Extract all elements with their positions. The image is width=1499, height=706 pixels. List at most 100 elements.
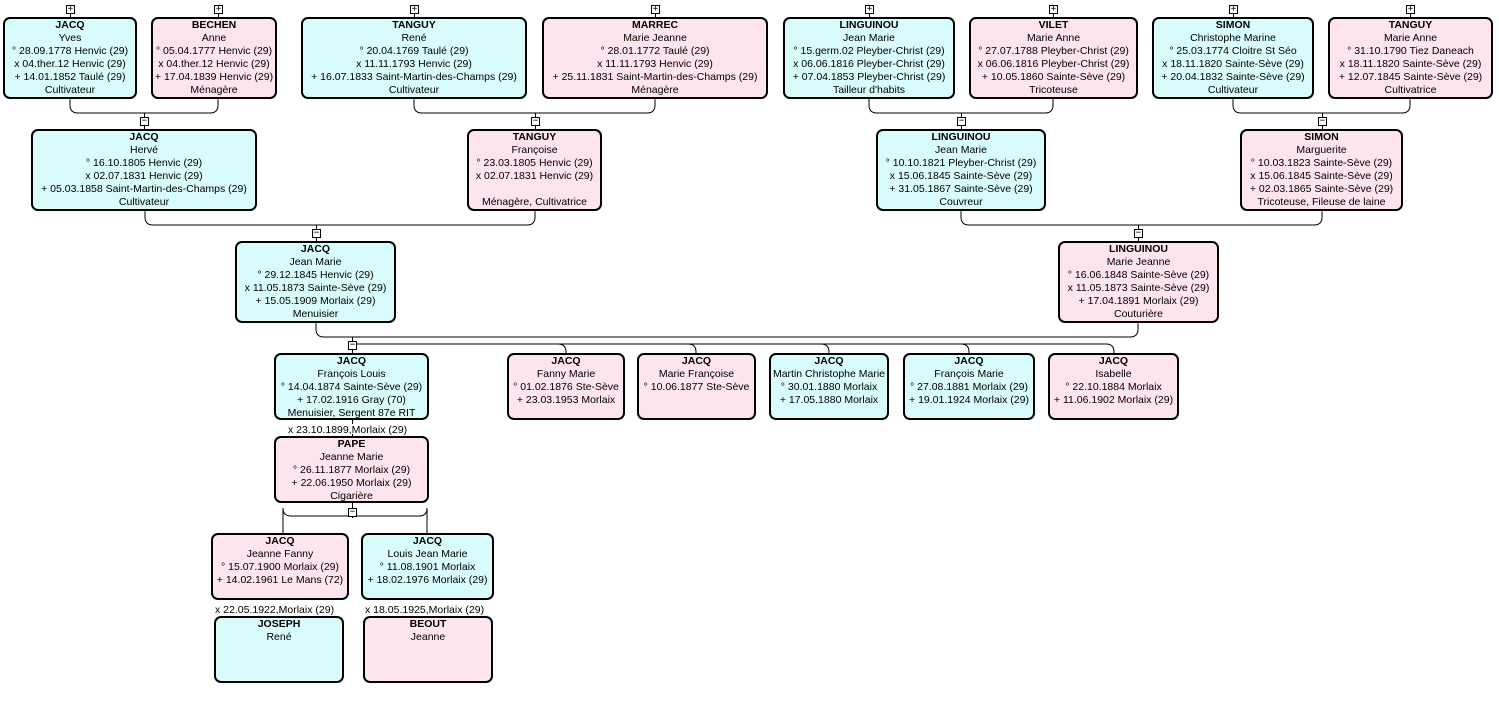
detail-line: x 04.ther.12 Henvic (29) bbox=[158, 58, 270, 70]
surname: SIMON bbox=[1215, 19, 1251, 31]
given-name: Marie Anne bbox=[1383, 32, 1438, 44]
detail-line: + 02.03.1865 Sainte-Sève (29) bbox=[1249, 183, 1394, 195]
connector-line bbox=[69, 99, 219, 114]
collapse-minus-icon[interactable]: − bbox=[348, 340, 357, 350]
expand-plus-icon[interactable]: + bbox=[66, 4, 75, 14]
detail-line: Ménagère bbox=[631, 84, 679, 96]
surname: JACQ bbox=[265, 535, 295, 547]
detail-line: Cultivateur bbox=[1207, 84, 1259, 96]
detail-line: ° 10.10.1821 Pleyber-Christ (29) bbox=[885, 157, 1037, 169]
connector-line bbox=[315, 323, 1139, 338]
detail-line bbox=[905, 407, 1033, 418]
detail-line: + 31.05.1867 Sainte-Sève (29) bbox=[889, 183, 1033, 195]
collapse-minus-icon[interactable]: − bbox=[1318, 116, 1327, 126]
collapse-minus-icon[interactable]: − bbox=[312, 228, 321, 238]
marriage-label: x 18.05.1925,Morlaix (29) bbox=[365, 604, 485, 616]
given-name: Louis Jean Marie bbox=[387, 548, 468, 560]
detail-line: + 17.02.1916 Gray (70) bbox=[297, 394, 406, 406]
expand-plus-icon[interactable]: + bbox=[410, 4, 419, 14]
detail-line: ° 14.04.1874 Sainte-Sève (29) bbox=[280, 381, 423, 393]
detail-line: Cultivatrice bbox=[1384, 84, 1437, 96]
surname: JACQ bbox=[814, 355, 844, 367]
expand-plus-icon[interactable]: + bbox=[214, 4, 223, 14]
collapse-minus-icon[interactable]: − bbox=[957, 116, 966, 126]
given-name: Jeanne Fanny bbox=[246, 548, 314, 560]
detail-line: ° 05.04.1777 Henvic (29) bbox=[155, 45, 273, 57]
given-name: Jean Marie bbox=[935, 144, 987, 156]
collapse-minus-icon[interactable]: − bbox=[140, 116, 149, 126]
surname: JACQ bbox=[300, 243, 331, 255]
given-name: Marie Jeanne bbox=[1106, 256, 1171, 268]
given-name: Isabelle bbox=[1095, 368, 1132, 380]
expand-plus-icon[interactable]: + bbox=[651, 4, 660, 14]
surname: TANGUY bbox=[392, 19, 436, 31]
detail-line: x 06.06.1816 Pleyber-Christ (29) bbox=[977, 58, 1130, 70]
collapse-minus-icon[interactable]: − bbox=[348, 507, 357, 517]
given-name: Fanny Marie bbox=[536, 368, 596, 380]
collapse-minus-icon[interactable]: − bbox=[1134, 228, 1143, 238]
surname: JACQ bbox=[1098, 355, 1129, 367]
detail-line: ° 28.09.1778 Henvic (29) bbox=[11, 45, 129, 57]
detail-line: x 11.11.1793 Henvic (29) bbox=[597, 58, 713, 70]
given-name: Françoise bbox=[511, 144, 558, 156]
given-name: Marguerite bbox=[1296, 144, 1347, 156]
detail-line: ° 15.07.1900 Morlaix (29) bbox=[220, 561, 339, 573]
detail-line: ° 26.11.1877 Morlaix (29) bbox=[292, 464, 411, 476]
expand-plus-icon[interactable]: + bbox=[1049, 4, 1058, 14]
detail-line bbox=[469, 183, 600, 196]
surname: MARREC bbox=[631, 19, 679, 31]
expand-plus-icon[interactable]: + bbox=[1229, 4, 1238, 14]
marriage-label: x 23.10.1899,Morlaix (29) bbox=[288, 424, 408, 436]
detail-line: + 12.07.1845 Sainte-Sève (29) bbox=[1338, 71, 1483, 83]
detail-line: + 15.05.1909 Morlaix (29) bbox=[255, 295, 376, 307]
surname: SIMON bbox=[1304, 131, 1339, 143]
detail-line: ° 20.04.1769 Taulé (29) bbox=[359, 45, 469, 57]
detail-line: + 16.07.1833 Saint-Martin-des-Champs (29… bbox=[311, 71, 517, 83]
detail-line: Couturière bbox=[1113, 308, 1164, 320]
detail-line: x 06.06.1816 Pleyber-Christ (29) bbox=[793, 58, 945, 70]
given-name: Hervé bbox=[129, 144, 158, 156]
surname: JACQ bbox=[551, 355, 581, 367]
connector-line bbox=[820, 343, 830, 353]
collapse-minus-icon[interactable]: − bbox=[531, 116, 540, 126]
detail-line: Tailleur d'habits bbox=[832, 84, 906, 96]
detail-line: + 18.02.1976 Morlaix (29) bbox=[367, 574, 488, 586]
detail-line: ° 31.10.1790 Tiez Daneach bbox=[1347, 45, 1474, 57]
expand-plus-icon[interactable]: + bbox=[1406, 4, 1415, 14]
detail-line: ° 01.02.1876 Ste-Sève bbox=[513, 381, 619, 393]
detail-line: ° 29.12.1845 Henvic (29) bbox=[257, 269, 374, 281]
surname: JACQ bbox=[954, 355, 984, 367]
detail-line: Ménagère bbox=[190, 84, 238, 96]
detail-line: ° 10.06.1877 Ste-Sève bbox=[643, 381, 750, 393]
detail-line: + 19.01.1924 Morlaix (29) bbox=[909, 394, 1029, 406]
surname: JACQ bbox=[129, 131, 159, 143]
expand-plus-icon[interactable]: + bbox=[865, 4, 874, 14]
detail-line: Cultivateur bbox=[44, 84, 96, 96]
connector-line bbox=[144, 211, 536, 226]
